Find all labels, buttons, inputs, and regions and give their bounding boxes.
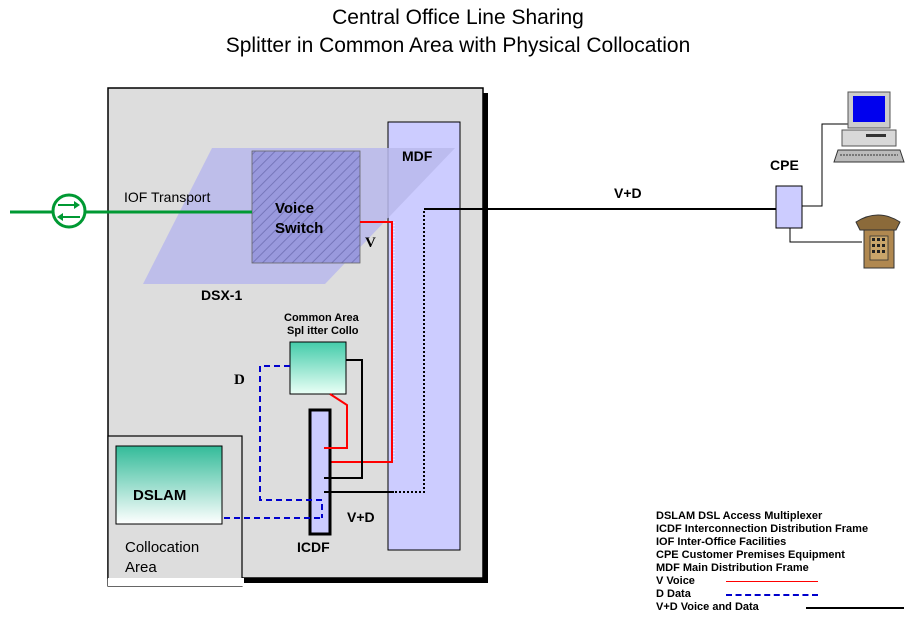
cpe-label: CPE bbox=[770, 157, 799, 173]
legend-item-cpe: CPE Customer Premises Equipment bbox=[656, 549, 845, 561]
dslam-label: DSLAM bbox=[133, 487, 186, 504]
voice-switch-label-1: Voice bbox=[275, 200, 314, 217]
vd-inside-label: V+D bbox=[347, 509, 375, 525]
legend-item-dslam: DSLAM DSL Access Multiplexer bbox=[656, 510, 823, 522]
splitter-label-1: Common Area bbox=[284, 312, 360, 324]
legend-row-data: D Data bbox=[656, 588, 868, 601]
mdf-jumper-dotted bbox=[394, 208, 426, 493]
common-area-splitter bbox=[289, 341, 347, 395]
data-d-label: D bbox=[234, 372, 245, 388]
data-line-splitter bbox=[259, 365, 323, 518]
legend-data-line-sample bbox=[726, 594, 818, 596]
legend-item-voice: V Voice bbox=[656, 575, 695, 587]
voice-v-label: V bbox=[365, 235, 376, 251]
legend-vd-line-sample bbox=[806, 607, 904, 609]
legend-item-data: D Data bbox=[656, 588, 691, 600]
legend: DSLAM DSL Access Multiplexer ICDF Interc… bbox=[656, 510, 904, 614]
diagram-title-line2: Splitter in Common Area with Physical Co… bbox=[225, 34, 691, 57]
collocation-label-2: Area bbox=[125, 559, 157, 576]
diagram-title-line1: Central Office Line Sharing bbox=[332, 6, 584, 29]
legend-item-mdf: MDF Main Distribution Frame bbox=[656, 562, 809, 574]
legend-row-vd: V+D Voice and Data bbox=[656, 601, 904, 614]
splitter-voice-line bbox=[324, 393, 348, 449]
legend-item-iof: IOF Inter-Office Facilities bbox=[656, 536, 787, 548]
splitter-label-2: Spl itter Collo bbox=[287, 325, 359, 337]
voice-switch bbox=[251, 150, 361, 264]
transport-circle-icon bbox=[51, 193, 87, 229]
splitter-icdf-vd-line bbox=[324, 359, 363, 479]
dsx1-label: DSX-1 bbox=[201, 287, 242, 303]
legend-row-voice: V Voice bbox=[656, 575, 868, 588]
cpe-computer-line bbox=[802, 123, 850, 207]
telephone-icon bbox=[855, 214, 901, 269]
icdf-label: ICDF bbox=[297, 539, 330, 555]
legend-voice-line-sample bbox=[726, 581, 818, 582]
voice-switch-label-2: Switch bbox=[275, 220, 323, 237]
legend-item-icdf: ICDF Interconnection Distribution Frame bbox=[656, 523, 869, 535]
iof-transport-label: IOF Transport bbox=[124, 189, 210, 205]
dslam bbox=[115, 445, 223, 525]
icdf-frame bbox=[308, 408, 332, 536]
mdf-label: MDF bbox=[402, 148, 433, 164]
voice-line bbox=[324, 221, 393, 463]
vd-line-label: V+D bbox=[614, 185, 642, 201]
computer-icon bbox=[833, 91, 905, 163]
cpe-box bbox=[775, 185, 803, 229]
cpe-phone-line bbox=[789, 228, 862, 243]
collocation-label-1: Collocation bbox=[125, 539, 199, 556]
legend-item-vd: V+D Voice and Data bbox=[656, 601, 759, 613]
